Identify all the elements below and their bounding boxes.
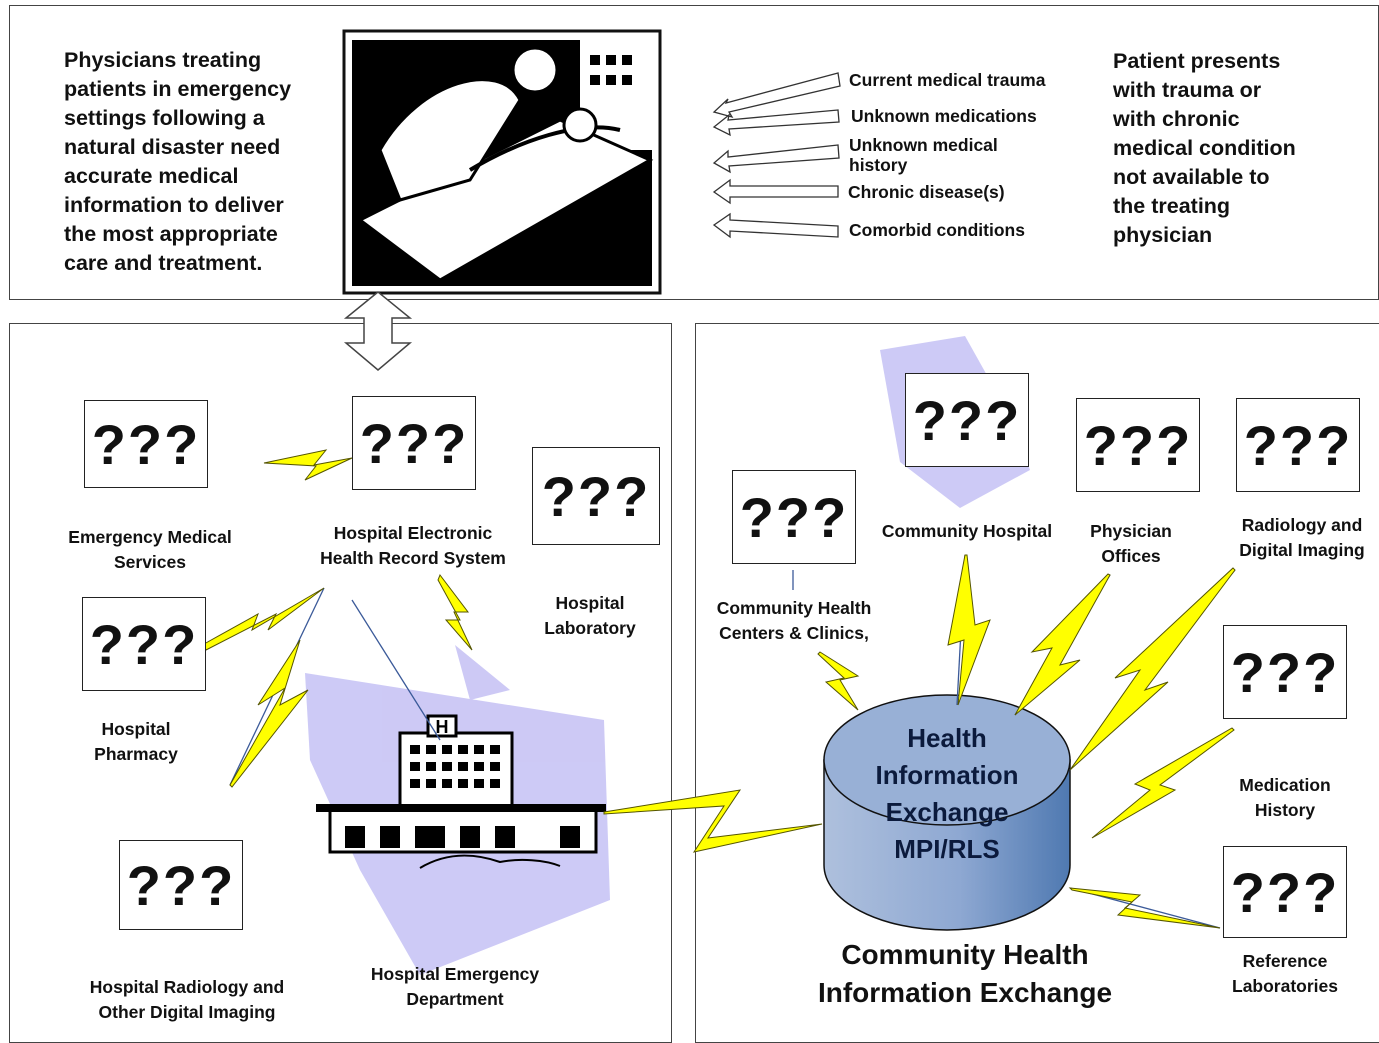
chc-label: Community Health Centers & Clinics, xyxy=(694,596,894,646)
title-line: Community Health xyxy=(841,939,1089,970)
label-line: Hospital xyxy=(101,719,171,739)
community-hospital-placeholder: ??? xyxy=(905,373,1029,467)
arrow-label-medications: Unknown medications xyxy=(851,106,1037,126)
chc-placeholder: ??? xyxy=(732,470,856,564)
arrow-label-trauma: Current medical trauma xyxy=(849,70,1046,90)
top-panel xyxy=(9,5,1379,300)
hie-line: MPI/RLS xyxy=(894,834,1000,864)
title-line: Information Exchange xyxy=(817,977,1113,1008)
medication-history-label: Medication History xyxy=(1220,773,1350,823)
community-hie-title: Community Health Information Exchange xyxy=(795,936,1135,1012)
label-line: Health Record System xyxy=(320,548,506,568)
hie-cylinder xyxy=(823,694,1071,931)
intro-text: Physicians treating patients in emergenc… xyxy=(64,46,291,278)
label-line: Department xyxy=(406,989,504,1009)
ehr-label: Hospital Electronic Health Record System xyxy=(298,521,528,571)
lab-placeholder: ??? xyxy=(532,447,660,545)
intro-line: patients in emergency xyxy=(64,77,292,101)
hospital-building-clipart: H xyxy=(316,714,606,869)
hie-label: Health Information Exchange MPI/RLS xyxy=(830,720,1064,868)
svg-text:H: H xyxy=(436,717,449,737)
pharmacy-label: Hospital Pharmacy xyxy=(66,717,206,767)
label-line: Pharmacy xyxy=(94,744,178,764)
label-line: Digital Imaging xyxy=(1239,540,1365,560)
intro-line: care and treatment. xyxy=(64,251,263,275)
right-line: the treating xyxy=(1113,194,1231,218)
hie-line: Information xyxy=(875,760,1019,790)
right-line: with chronic xyxy=(1113,107,1240,131)
label-line: Radiology and xyxy=(1241,515,1363,535)
arrow-label-comorbid: Comorbid conditions xyxy=(849,220,1025,240)
intro-line: information to deliver xyxy=(64,193,284,217)
right-line: with trauma or xyxy=(1113,78,1262,102)
intro-line: Physicians treating xyxy=(64,48,262,72)
pharmacy-placeholder: ??? xyxy=(82,597,206,691)
label-line: Other Digital Imaging xyxy=(98,1002,276,1022)
ems-placeholder: ??? xyxy=(84,400,208,488)
intro-line: accurate medical xyxy=(64,164,239,188)
arrow-label-history: Unknown medical history xyxy=(849,135,998,175)
label-line: Community Hospital xyxy=(881,521,1053,541)
arrow-label-line: Unknown medical xyxy=(849,135,998,155)
lab-label: Hospital Laboratory xyxy=(520,591,660,641)
label-line: Hospital xyxy=(555,593,625,613)
label-line: Centers & Clinics, xyxy=(719,623,869,643)
input-arrows xyxy=(712,72,841,239)
label-line: Offices xyxy=(1101,546,1161,566)
radiology-label: Hospital Radiology and Other Digital Ima… xyxy=(62,975,312,1025)
ems-label: Emergency Medical Services xyxy=(40,525,260,575)
ehr-placeholder: ??? xyxy=(352,396,476,490)
double-arrow xyxy=(343,291,413,371)
right-line: not available to xyxy=(1113,165,1270,189)
label-line: Community Health xyxy=(716,598,872,618)
hie-line: Exchange xyxy=(885,797,1009,827)
community-hospital-label: Community Hospital xyxy=(862,519,1072,544)
label-line: History xyxy=(1254,800,1316,820)
physician-patient-clipart xyxy=(342,29,662,295)
intro-line: the most appropriate xyxy=(64,222,278,246)
patient-presents-text: Patient presents with trauma or with chr… xyxy=(1113,47,1296,250)
label-line: Hospital Electronic xyxy=(333,523,493,543)
physician-offices-placeholder: ??? xyxy=(1076,398,1200,492)
lightning-bolts xyxy=(203,449,1236,929)
rdi-label: Radiology and Digital Imaging xyxy=(1225,513,1379,563)
label-line: Emergency Medical xyxy=(68,527,232,547)
label-line: Physician xyxy=(1090,521,1172,541)
arrow-label-line: history xyxy=(849,155,908,175)
label-line: Reference xyxy=(1242,951,1328,971)
reference-labs-placeholder: ??? xyxy=(1223,846,1347,938)
right-line: physician xyxy=(1113,223,1213,247)
medication-history-placeholder: ??? xyxy=(1223,625,1347,719)
label-line: Laboratories xyxy=(1232,976,1338,996)
label-line: Hospital Radiology and xyxy=(89,977,285,997)
label-line: Services xyxy=(113,552,186,572)
label-line: Laboratory xyxy=(544,618,636,638)
physician-offices-label: Physician Offices xyxy=(1071,519,1191,569)
arrow-label-chronic: Chronic disease(s) xyxy=(848,182,1005,202)
intro-line: natural disaster need xyxy=(64,135,281,159)
reference-labs-label: Reference Laboratories xyxy=(1215,949,1355,999)
rdi-placeholder: ??? xyxy=(1236,398,1360,492)
hie-line: Health xyxy=(907,723,987,753)
ed-label: Hospital Emergency Department xyxy=(340,962,570,1012)
right-line: medical condition xyxy=(1113,136,1296,160)
intro-line: settings following a xyxy=(64,106,265,130)
radiology-placeholder: ??? xyxy=(119,840,243,930)
label-line: Hospital Emergency xyxy=(370,964,540,984)
label-line: Medication xyxy=(1239,775,1331,795)
right-line: Patient presents xyxy=(1113,49,1281,73)
